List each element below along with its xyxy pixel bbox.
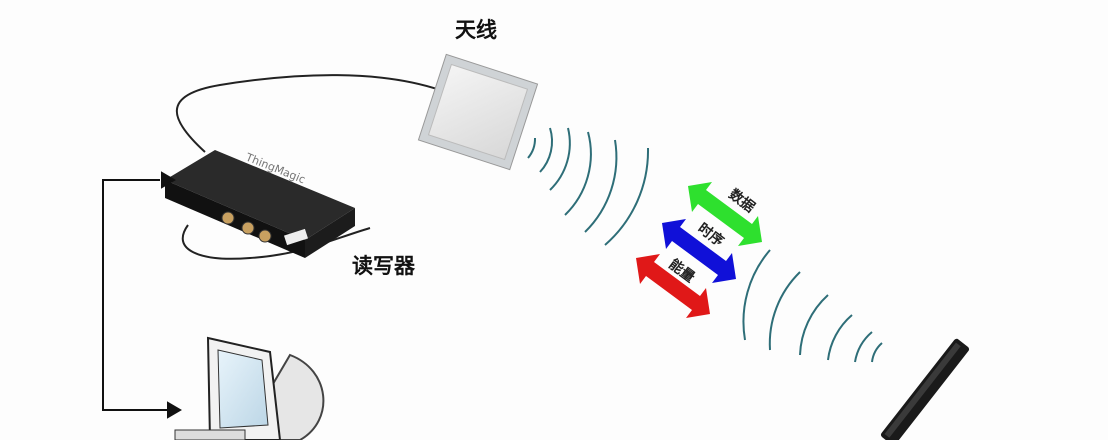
- data-arrow: [688, 182, 762, 246]
- connection-lines: [102, 171, 182, 419]
- rfid-tag-icon: [880, 338, 970, 440]
- antenna-icon: [417, 53, 539, 171]
- timing-arrow: [662, 219, 736, 283]
- antenna-cable: [175, 74, 441, 153]
- reader-label: 读写器: [352, 253, 415, 278]
- antenna-wave-icon: [527, 127, 650, 246]
- tag-wave-icon: [742, 249, 883, 363]
- computer-icon: [174, 336, 325, 440]
- energy-arrow: [636, 254, 710, 318]
- reader-icon: ThingMagic: [165, 150, 371, 260]
- antenna-label: 天线: [455, 17, 497, 42]
